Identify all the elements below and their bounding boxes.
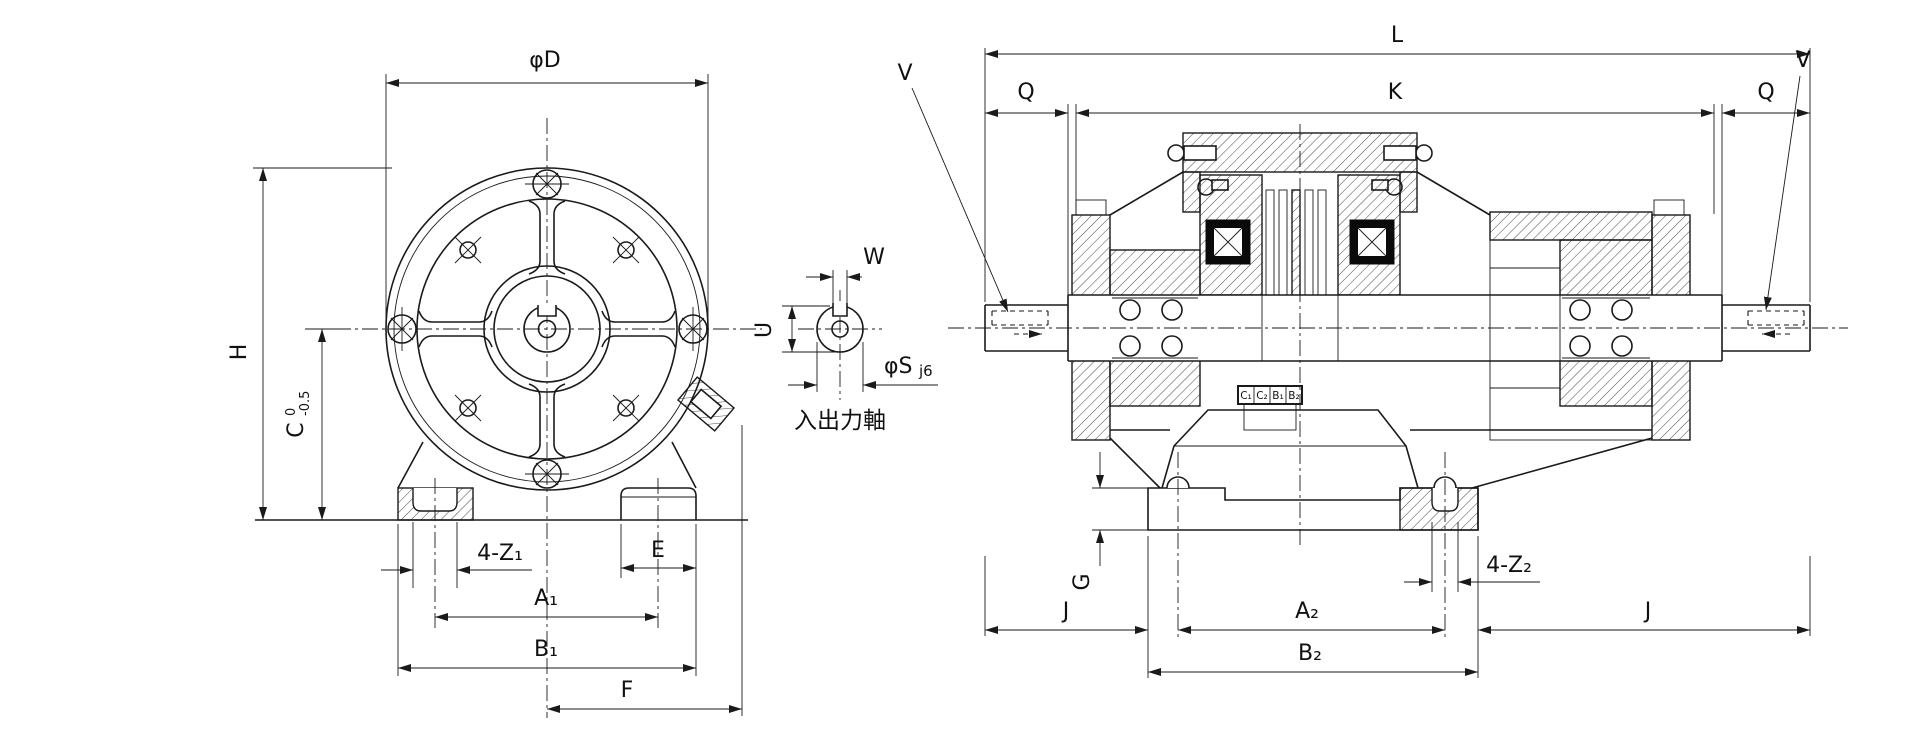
dim-label-Q-left: Q: [1017, 80, 1034, 105]
right-foot: [620, 487, 697, 520]
side-view: C₁ C₂ B₁ B₂ L Q K Q V V: [897, 23, 1848, 678]
dim-label-B2: B₂: [1298, 641, 1322, 666]
dimension-QKQ: Q K Q: [985, 80, 1810, 302]
nameplate-cell-c1: C₁: [1240, 390, 1252, 402]
dim-label-C: C: [284, 422, 309, 437]
rib-spoke: [528, 200, 566, 275]
front-view: φD H C 0 -0.5 4-Z₁ E A₁: [227, 48, 762, 718]
dimension-W: W: [806, 245, 885, 303]
leader-V-left: V: [897, 61, 1009, 313]
dimension-C: C 0 -0.5: [284, 328, 345, 520]
pedestal: [1161, 409, 1419, 489]
dim-label-E: E: [651, 538, 665, 563]
friction-discs: [1265, 189, 1327, 303]
left-bearing-housing-lower: [1109, 359, 1201, 407]
dim-label-A2: A₂: [1295, 599, 1319, 624]
shaft-detail-caption: 入出力軸: [794, 408, 886, 434]
dimension-4Z2: 4-Z₂: [1404, 522, 1540, 592]
terminal-box: [676, 376, 736, 432]
bolt-holes: [387, 169, 708, 489]
nameplate-cell-b2: B₂: [1288, 390, 1299, 402]
dim-label-phiS: φS: [884, 354, 912, 379]
dimension-B1: B₁: [397, 524, 697, 676]
dim-label-4Z1: 4-Z₁: [477, 541, 523, 566]
bearings: [1112, 297, 1650, 359]
dim-label-K: K: [1388, 80, 1403, 105]
right-bearing-housing-lower: [1559, 359, 1653, 407]
tapped-holes: [454, 236, 640, 422]
dimension-JA2J: J A₂ J: [984, 536, 1811, 678]
dim-label-J-right: J: [1643, 599, 1652, 624]
leader-V-right: V: [1763, 48, 1811, 311]
dim-label-V-left: V: [897, 61, 912, 86]
dim-label-W: W: [863, 245, 885, 270]
dimension-F: F: [547, 425, 743, 716]
dimension-E: E: [620, 478, 696, 628]
dim-label-U: U: [752, 322, 777, 338]
right-shaft-keyway: [1747, 310, 1805, 338]
brake-coil: [1349, 219, 1395, 265]
dim-label-C-lower: -0.5: [298, 391, 313, 416]
dim-label-Q-right: Q: [1757, 80, 1774, 105]
base: [1147, 476, 1479, 531]
dim-label-G: G: [1070, 573, 1095, 590]
nameplate-cell-b1: B₁: [1272, 390, 1283, 402]
dim-label-F: F: [621, 678, 634, 703]
clutch-coil: [1205, 219, 1251, 265]
left-bearing-housing-upper: [1109, 249, 1201, 297]
dimension-phiD: φD: [385, 48, 709, 326]
dim-label-V-right: V: [1795, 48, 1810, 73]
dimension-4Z1: 4-Z₁: [381, 478, 532, 628]
right-bearing-housing-upper: [1559, 239, 1653, 297]
dimension-G: G: [1070, 452, 1150, 591]
front-keyway: [537, 305, 557, 317]
dim-label-L: L: [1391, 23, 1404, 48]
dim-label-4Z2: 4-Z₂: [1486, 553, 1532, 578]
dim-label-shaft-fit: j6: [918, 362, 933, 380]
dimension-L: L: [984, 23, 1811, 302]
dim-label-J-left: J: [1061, 599, 1070, 624]
dimension-U: U: [752, 305, 836, 353]
nameplate-cell-c2: C₂: [1256, 390, 1268, 402]
dimension-B2: B₂: [1148, 641, 1478, 676]
dim-label-H: H: [227, 344, 252, 361]
detail-keyway: [832, 303, 848, 317]
nameplate: C₁ C₂ B₁ B₂: [1237, 385, 1303, 431]
shaft-detail-view: W U φS j6 入出力軸: [752, 245, 938, 434]
dimension-H: H: [227, 167, 392, 520]
dim-label-C-upper: 0: [284, 408, 299, 416]
dimension-phiS: φS j6: [788, 342, 938, 392]
dim-label-A1: A₁: [534, 586, 558, 611]
dim-label-phiD: φD: [529, 48, 560, 73]
dim-label-B1: B₁: [534, 637, 558, 662]
dimension-A1: A₁: [435, 586, 658, 621]
